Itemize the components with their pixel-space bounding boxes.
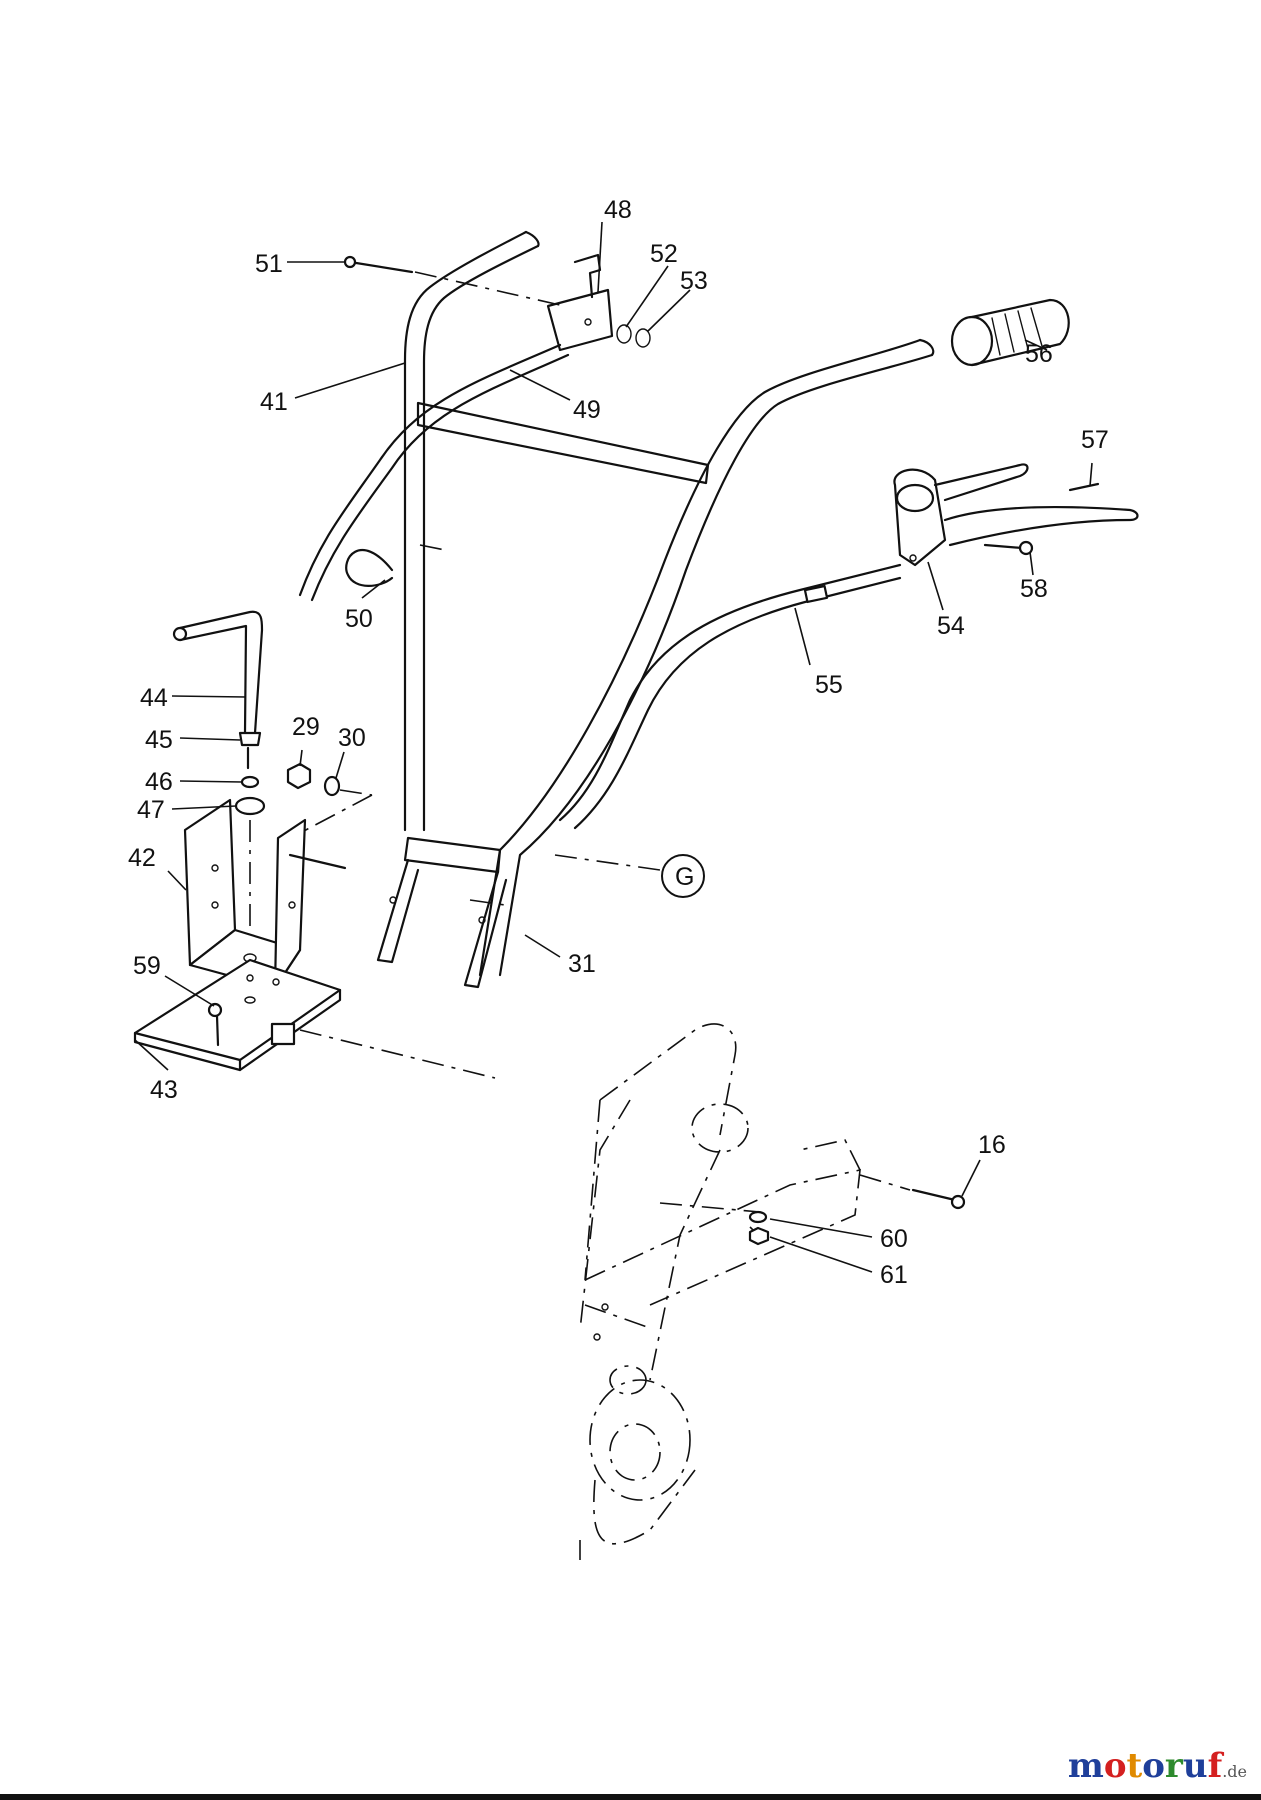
throttle-clamp <box>546 253 651 352</box>
callout-55: 55 <box>815 671 843 699</box>
tiller-frame-outline <box>579 1023 966 1560</box>
callout-47: 47 <box>137 796 165 824</box>
watermark-letter: m <box>1067 1746 1104 1786</box>
base-plate <box>133 958 496 1079</box>
callout-g: G <box>675 863 694 891</box>
watermark-brand: motoruf <box>1068 1746 1222 1786</box>
callout-31: 31 <box>568 950 596 978</box>
reference-circle-g <box>661 854 705 898</box>
callout-42: 42 <box>128 844 156 872</box>
leader-lines <box>134 221 1093 1273</box>
watermark-letter: o <box>1103 1746 1127 1786</box>
callout-49: 49 <box>573 396 601 424</box>
watermark-letter: f <box>1207 1746 1223 1786</box>
watermark-letter: o <box>1142 1746 1165 1786</box>
callout-52: 52 <box>650 240 678 268</box>
mounting-bracket <box>183 798 347 990</box>
handlebar-frame <box>376 230 935 989</box>
callout-58: 58 <box>1020 575 1048 603</box>
bolt <box>343 255 561 306</box>
callout-45: 45 <box>145 726 173 754</box>
callout-57: 57 <box>1081 426 1109 454</box>
watermark-logo: motoruf.de <box>1068 1746 1247 1786</box>
callout-59: 59 <box>133 952 161 980</box>
clutch-lever-assembly <box>893 463 1139 567</box>
callout-labels: 51 48 52 53 56 41 49 57 58 54 50 55 44 4… <box>128 196 1109 1289</box>
callout-16: 16 <box>978 1131 1006 1159</box>
callout-46: 46 <box>145 768 173 796</box>
watermark-letter: r <box>1164 1746 1183 1786</box>
callout-51: 51 <box>255 250 283 278</box>
callout-50: 50 <box>345 605 373 633</box>
callout-54: 54 <box>937 612 965 640</box>
callout-29: 29 <box>292 713 320 741</box>
callout-60: 60 <box>880 1225 908 1253</box>
bottom-border <box>0 1794 1261 1800</box>
watermark-suffix: .de <box>1222 1762 1247 1781</box>
callout-43: 43 <box>150 1076 178 1104</box>
callout-41: 41 <box>260 388 288 416</box>
callout-56: 56 <box>1025 340 1053 368</box>
watermark-letter: u <box>1182 1746 1208 1786</box>
callout-30: 30 <box>338 724 366 752</box>
handle-grip <box>950 298 1070 367</box>
watermark-letter: t <box>1126 1746 1143 1786</box>
callout-53: 53 <box>680 267 708 295</box>
callout-44: 44 <box>140 684 168 712</box>
drive-cable <box>558 563 902 830</box>
nut-and-washer <box>282 762 373 843</box>
control-cable <box>298 343 570 602</box>
callout-48: 48 <box>604 196 632 224</box>
callout-61: 61 <box>880 1261 908 1289</box>
